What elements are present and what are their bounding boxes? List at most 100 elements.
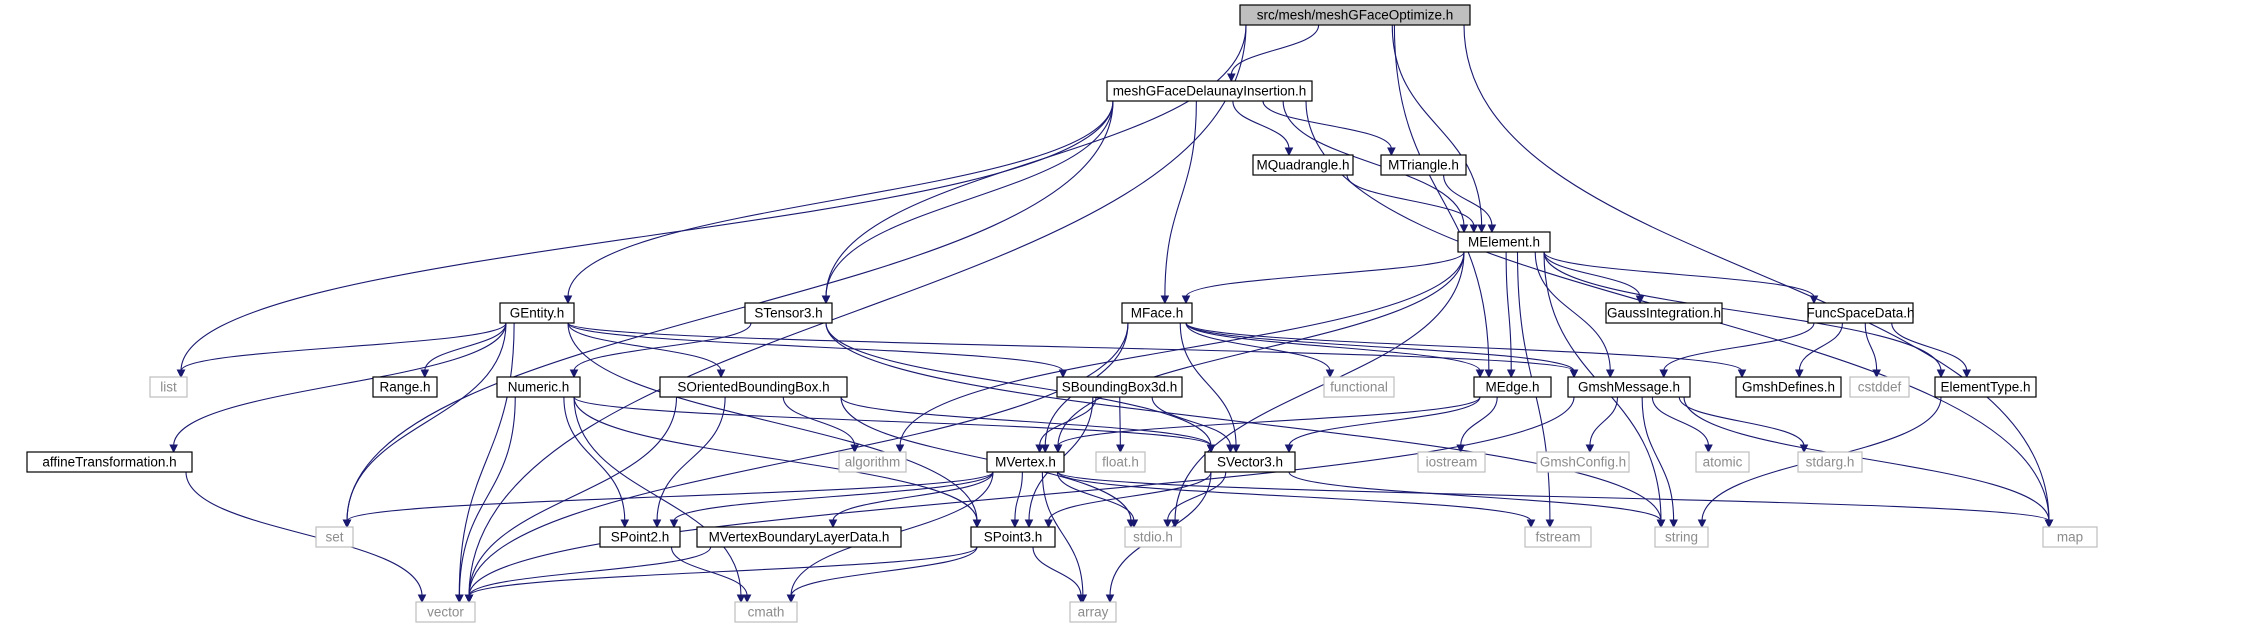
node-funcspace[interactable]: FuncSpaceData.h (1806, 302, 1915, 324)
edge-melement-to-stdio (1170, 251, 1465, 529)
node-label: float.h (1102, 455, 1139, 470)
node-label: string (1665, 530, 1698, 545)
node-spoint3[interactable]: SPoint3.h (970, 526, 1056, 548)
edge-gentity-to-set (342, 322, 507, 529)
node-box (659, 376, 848, 398)
node-stdarg: stdarg.h (1797, 451, 1863, 473)
node-label: fstream (1535, 530, 1580, 545)
node-label: array (1078, 605, 1109, 620)
node-fstream: fstream (1524, 526, 1592, 548)
edge-mvertex-to-spoint2 (669, 471, 994, 529)
node-elemtype[interactable]: ElementType.h (1934, 376, 2037, 398)
node-gmshmsg[interactable]: GmshMessage.h (1567, 376, 1691, 398)
edge-spoint3-to-vector (464, 546, 978, 604)
node-box (1239, 4, 1471, 26)
node-label: SBoundingBox3d.h (1062, 380, 1178, 395)
node-box (1095, 451, 1146, 473)
node-box (1252, 154, 1354, 176)
node-mquad[interactable]: MQuadrangle.h (1252, 154, 1354, 176)
edge-mvertex-to-mvbld (828, 471, 994, 529)
edge-delaunay-to-mtri (1262, 100, 1396, 157)
edge-gentity-to-sobb (567, 322, 726, 379)
node-box (1605, 302, 1723, 324)
edge-numeric-to-spoint3 (573, 396, 982, 529)
node-box (1735, 376, 1842, 398)
node-label: affineTransformation.h (42, 455, 176, 470)
node-box (1323, 376, 1395, 398)
edge-spoint3-to-cmath (786, 546, 978, 604)
node-label: Range.h (379, 380, 430, 395)
edge-mface-to-gmshmsg (1185, 322, 1579, 379)
edge-mvbld-to-vector (464, 546, 712, 604)
node-box (838, 451, 907, 473)
edge-root-to-medge (1393, 24, 1494, 379)
node-gmshdefs[interactable]: GmshDefines.h (1735, 376, 1842, 398)
node-sobb[interactable]: SOrientedBoundingBox.h (659, 376, 848, 398)
node-label: SOrientedBoundingBox.h (677, 380, 829, 395)
node-gmshconfig: GmshConfig.h (1536, 451, 1630, 473)
node-list: list (149, 376, 188, 398)
edge-gentity-to-range (420, 322, 507, 379)
edge-root-to-stensor (821, 24, 1247, 305)
node-range[interactable]: Range.h (372, 376, 438, 398)
node-numeric[interactable]: Numeric.h (496, 376, 581, 398)
edge-mvertex-to-stdio (1056, 471, 1139, 529)
node-label: GEntity.h (510, 306, 565, 321)
node-label: atomic (1703, 455, 1743, 470)
node-box (415, 601, 476, 623)
node-mtri[interactable]: MTriangle.h (1380, 154, 1467, 176)
node-box (1849, 376, 1910, 398)
edge-mquad-to-melement (1346, 174, 1479, 234)
edge-delaunay-to-stensor (821, 100, 1114, 305)
edge-delaunay-to-mquad (1232, 100, 1294, 157)
edge-spoint3-to-array (1032, 546, 1086, 604)
node-sbbox[interactable]: SBoundingBox3d.h (1056, 376, 1183, 398)
node-medge[interactable]: MEdge.h (1473, 376, 1552, 398)
node-iostream: iostream (1417, 451, 1486, 473)
edge-funcspace-to-cstddef (1864, 322, 1881, 379)
edge-mface-to-functional (1185, 322, 1335, 379)
edge-gentity-to-affine (169, 322, 507, 454)
node-gaussint[interactable]: GaussIntegration.h (1605, 302, 1723, 324)
node-label: STensor3.h (754, 306, 822, 321)
edge-medge-to-svector (1284, 396, 1481, 454)
edge-mvertex-to-set (342, 471, 994, 529)
edge-melement-to-funcspace (1543, 251, 1819, 305)
node-label: cmath (748, 605, 785, 620)
node-label: MFace.h (1131, 306, 1184, 321)
node-label: GmshConfig.h (1540, 455, 1626, 470)
edge-mface-to-svector (1179, 322, 1241, 454)
node-box (1797, 451, 1863, 473)
node-mvertex[interactable]: MVertex.h (986, 451, 1065, 473)
node-label: SPoint3.h (984, 530, 1043, 545)
edge-delaunay-to-gentity (563, 100, 1114, 305)
edge-delaunay-to-list (176, 100, 1114, 379)
node-root[interactable]: src/mesh/meshGFaceOptimize.h (1239, 4, 1471, 26)
node-mvbld[interactable]: MVertexBoundaryLayerData.h (696, 526, 902, 548)
node-label: FuncSpaceData.h (1806, 306, 1914, 321)
node-label: meshGFaceDelaunayInsertion.h (1113, 84, 1307, 99)
node-atomic: atomic (1695, 451, 1750, 473)
node-label: MElement.h (1468, 235, 1540, 250)
node-affine[interactable]: affineTransformation.h (26, 451, 193, 473)
edge-gentity-to-spoint3 (567, 322, 982, 529)
node-gentity[interactable]: GEntity.h (499, 302, 575, 324)
node-spoint2[interactable]: SPoint2.h (599, 526, 681, 548)
node-box (744, 302, 833, 324)
node-box (1695, 451, 1750, 473)
edge-gmshmsg-to-stdarg (1678, 396, 1809, 454)
node-cmath: cmath (734, 601, 798, 623)
node-svector[interactable]: SVector3.h (1204, 451, 1296, 473)
node-box (1807, 302, 1914, 324)
node-mface[interactable]: MFace.h (1121, 302, 1193, 324)
node-box (1056, 376, 1183, 398)
node-label: GmshMessage.h (1578, 380, 1680, 395)
edge-mtri-to-melement (1443, 174, 1497, 234)
node-melement[interactable]: MElement.h (1457, 231, 1551, 253)
node-stensor[interactable]: STensor3.h (744, 302, 833, 324)
node-delaunay[interactable]: meshGFaceDelaunayInsertion.h (1106, 80, 1313, 102)
node-algorithm: algorithm (838, 451, 907, 473)
node-box (1106, 80, 1313, 102)
edge-melement-to-medge (1505, 251, 1516, 379)
node-label: Numeric.h (508, 380, 570, 395)
